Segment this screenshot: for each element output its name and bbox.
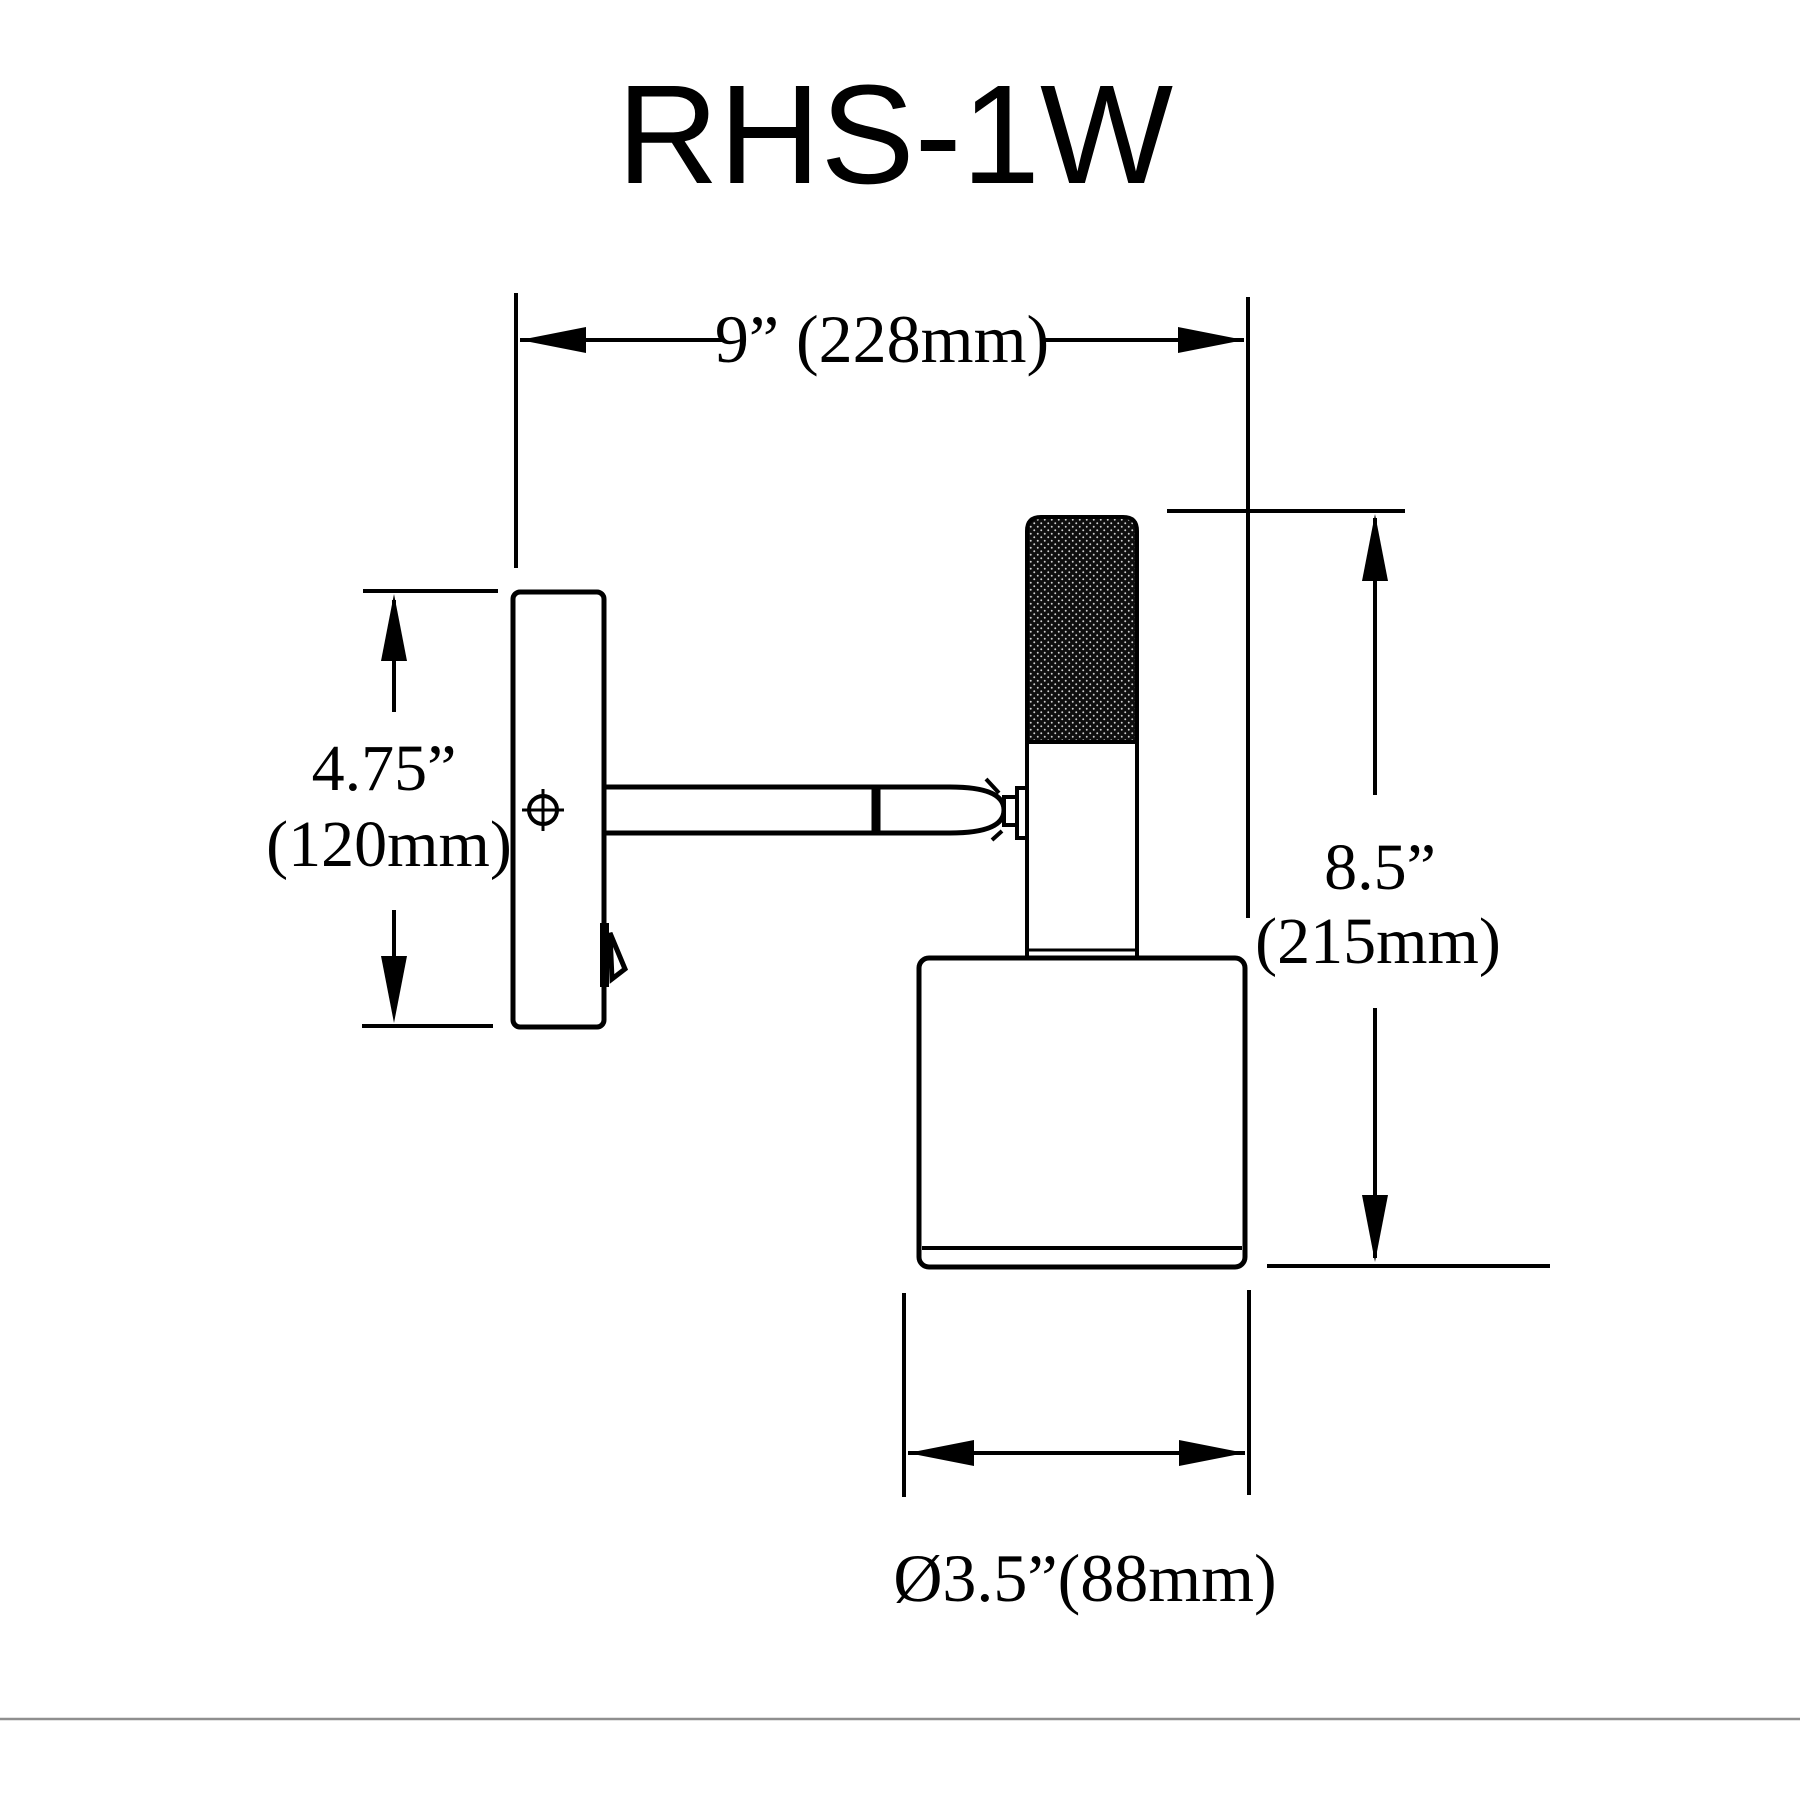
arrowhead-up-icon (381, 594, 407, 661)
dimension-fixture-height: 8.5” (215mm) (1255, 514, 1501, 1262)
arrowhead-right-icon (1179, 1440, 1245, 1466)
joint-clip-bottom (990, 829, 1004, 842)
knurled-stem (1025, 515, 1139, 744)
arrowhead-down-icon (1362, 1195, 1388, 1262)
backplate-height-label-inches: 4.75” (312, 732, 457, 805)
mounting-screw-icon (522, 789, 564, 831)
sconce-fixture (510, 515, 1248, 1270)
dimension-overall-depth: 9” (228mm) (520, 301, 1244, 377)
dimension-shade-diameter: Ø3.5”(88mm) (893, 1440, 1277, 1616)
stem-body (1025, 740, 1139, 960)
arrowhead-left-icon (908, 1440, 974, 1466)
page-title: RHS-1W (617, 55, 1173, 213)
arm-outer-segment (875, 784, 1007, 836)
overall-depth-label: 9” (228mm) (715, 301, 1049, 377)
arrowhead-left-icon (520, 327, 586, 353)
joint-clip-top (984, 777, 1001, 795)
fixture-height-label-inches: 8.5” (1324, 831, 1436, 904)
dimension-backplate-height: 4.75” (120mm) (266, 594, 512, 1023)
arm-inner-segment (601, 784, 877, 836)
extension-lines (362, 293, 1550, 1497)
shade-diameter-label: Ø3.5”(88mm) (893, 1540, 1276, 1616)
toggle-switch (600, 923, 629, 987)
arrowhead-down-icon (381, 956, 407, 1023)
arrowhead-up-icon (1362, 514, 1388, 581)
backplate-height-label-mm: (120mm) (266, 808, 512, 881)
arrowhead-right-icon (1178, 327, 1244, 353)
fixture-height-label-mm: (215mm) (1255, 905, 1501, 978)
cylinder-shade (916, 955, 1248, 1270)
